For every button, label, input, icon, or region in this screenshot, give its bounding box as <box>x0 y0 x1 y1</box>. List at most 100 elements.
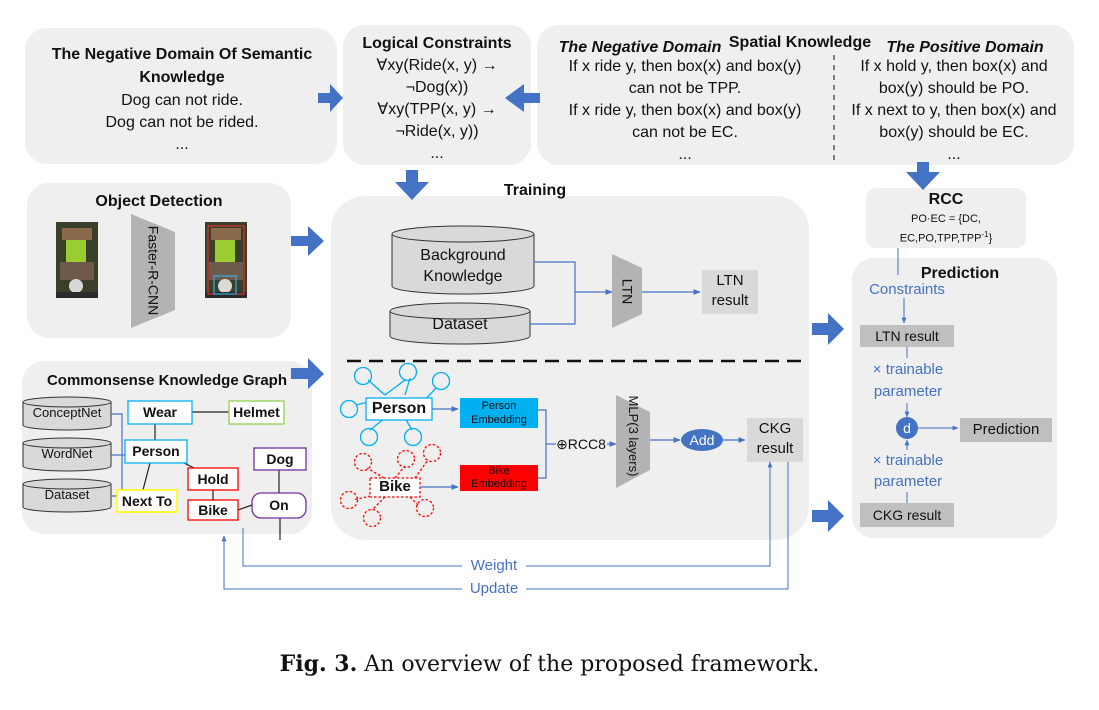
ltn-result-box <box>702 270 758 314</box>
helmet-node <box>228 400 285 425</box>
bg-to-ltn-line <box>534 261 613 295</box>
prediction-label: Prediction <box>972 421 1040 438</box>
d-node <box>896 417 918 439</box>
semantic-line-1: Dog can not ride. <box>121 92 243 109</box>
prediction-box <box>960 418 1052 442</box>
big-arrow-ltn-to-prediction <box>812 313 844 345</box>
param-2-label: parameter <box>873 473 943 490</box>
rcc-close: } <box>988 232 993 245</box>
pred-ckg-result-box <box>860 503 954 527</box>
update-label: Update <box>462 579 526 599</box>
logical-line-1: ∀xy(Ride(x, y) → <box>376 57 498 74</box>
training-title: Training <box>503 182 567 199</box>
helmet-label: Helmet <box>233 404 280 420</box>
add-label: Add <box>689 432 715 448</box>
next-to-node <box>116 489 178 513</box>
spatial-pos-line-3: If x next to y, then box(x) and <box>851 102 1057 119</box>
wear-node <box>127 400 193 425</box>
semantic-line-3: ... <box>175 136 189 153</box>
big-arrow-spatial-to-rcc <box>906 162 940 190</box>
rcc-line-2-text: EC,PO,TPP,TPP <box>899 232 982 245</box>
conceptnet-cylinder <box>22 396 112 431</box>
background-knowledge-label: Background Knowledge <box>420 247 506 285</box>
output-image <box>205 222 247 298</box>
logical-line-4: ¬Ride(x, y)) <box>395 123 479 140</box>
mlp-trapezoid <box>616 395 650 488</box>
pred-ltn-result-box <box>860 325 954 347</box>
person-embedding-box <box>460 398 538 428</box>
hold-label: Hold <box>197 471 229 487</box>
person-node-label: Person <box>371 400 427 417</box>
mlp-label: MLP(3 layers) <box>626 395 641 477</box>
wordnet-label: WordNet <box>41 446 93 461</box>
caption-label: Fig. 3. <box>279 651 358 677</box>
big-arrow-logical-to-training <box>395 170 429 200</box>
semantic-line-2: Dog can not be rided. <box>105 114 259 131</box>
big-arrow-detection-to-training <box>291 226 324 256</box>
dataset-cylinder <box>389 302 531 345</box>
dataset-to-ltn-line <box>530 292 576 325</box>
rcc-line-2: EC,PO,TPP,TPP-1} <box>866 227 1026 247</box>
bike-embedding-label: Bike Embedding <box>471 465 527 490</box>
rcc-title: RCC <box>928 191 964 208</box>
ckg-result-label: CKG result <box>756 420 794 457</box>
rcc-panel <box>866 188 1026 248</box>
ckg-title: Commonsense Knowledge Graph <box>46 372 288 389</box>
background-knowledge-cylinder <box>391 225 535 295</box>
big-arrow-semantic-to-logical <box>318 84 343 112</box>
trainable-2-label: × trainable <box>872 452 944 469</box>
wordnet-cylinder <box>22 437 112 472</box>
rcc8-label: ⊕RCC8 <box>556 436 606 452</box>
pred-ckg-result-label: CKG result <box>872 507 942 523</box>
caption-text: An overview of the proposed framework. <box>364 652 820 677</box>
figure-caption: Fig. 3. An overview of the proposed fram… <box>0 651 1099 677</box>
faster-rcnn-trapezoid <box>131 214 175 328</box>
weight-label: Weight <box>462 556 526 576</box>
semantic-knowledge-panel <box>25 28 337 164</box>
ckg-dataset-cylinder <box>22 478 112 513</box>
spatial-title: Spatial Knowledge <box>728 34 872 51</box>
on-node <box>251 492 307 519</box>
logical-line-3: ∀xy(TPP(x, y) → <box>377 101 497 118</box>
big-arrow-ckg-to-prediction <box>812 500 844 532</box>
semantic-title: The Negative Domain Of Semantic Knowledg… <box>51 46 313 86</box>
constraints-label: Constraints <box>869 281 945 298</box>
ckg-dataset-label: Dataset <box>44 487 90 502</box>
bike-node-label: Bike <box>379 478 411 495</box>
d-label: d <box>903 420 911 436</box>
wear-label: Wear <box>143 404 177 420</box>
trainable-1-label: × trainable <box>872 361 944 378</box>
bike-ckg-node <box>187 499 239 521</box>
ltn-result-label: LTN result <box>711 272 749 309</box>
spatial-neg-line-2: can not be TPP. <box>628 80 742 97</box>
bike-graph <box>339 443 442 528</box>
spatial-neg-line-3: If x ride y, then box(x) and box(y) <box>568 102 802 119</box>
param-1-label: parameter <box>873 383 943 400</box>
emb-merge-line <box>538 409 547 479</box>
object-detection-title: Object Detection <box>95 193 223 210</box>
next-to-label: Next To <box>121 493 173 509</box>
logical-constraints-panel <box>343 25 531 165</box>
dog-node <box>253 447 307 471</box>
hold-node <box>187 467 239 491</box>
spatial-pos-line-1: If x hold y, then box(x) and <box>860 58 1048 75</box>
pred-ltn-result-label: LTN result <box>875 328 939 344</box>
prediction-title: Prediction <box>920 265 1000 282</box>
spatial-neg-line-4: can not be EC. <box>632 124 738 141</box>
faster-rcnn-label: Faster-R-CNN <box>145 225 162 316</box>
logical-line-5: ... <box>430 145 444 162</box>
dataset-label: Dataset <box>432 316 488 333</box>
person-embedding-label: Person Embedding <box>471 400 527 426</box>
big-arrow-ckg-to-training <box>291 358 324 389</box>
person-ckg-node <box>124 439 188 464</box>
logical-line-2: ¬Dog(x)) <box>405 79 469 96</box>
spatial-pos-line-4: box(y) should be EC. <box>879 124 1029 141</box>
spatial-neg-title: The Negative Domain <box>558 39 722 56</box>
spatial-neg-line-5: ... <box>678 146 692 163</box>
prediction-panel <box>852 258 1057 538</box>
rcc-superscript: -1 <box>981 230 989 239</box>
input-image <box>56 222 98 298</box>
spatial-pos-line-2: box(y) should be PO. <box>878 80 1030 97</box>
person-ckg-label: Person <box>132 443 180 459</box>
